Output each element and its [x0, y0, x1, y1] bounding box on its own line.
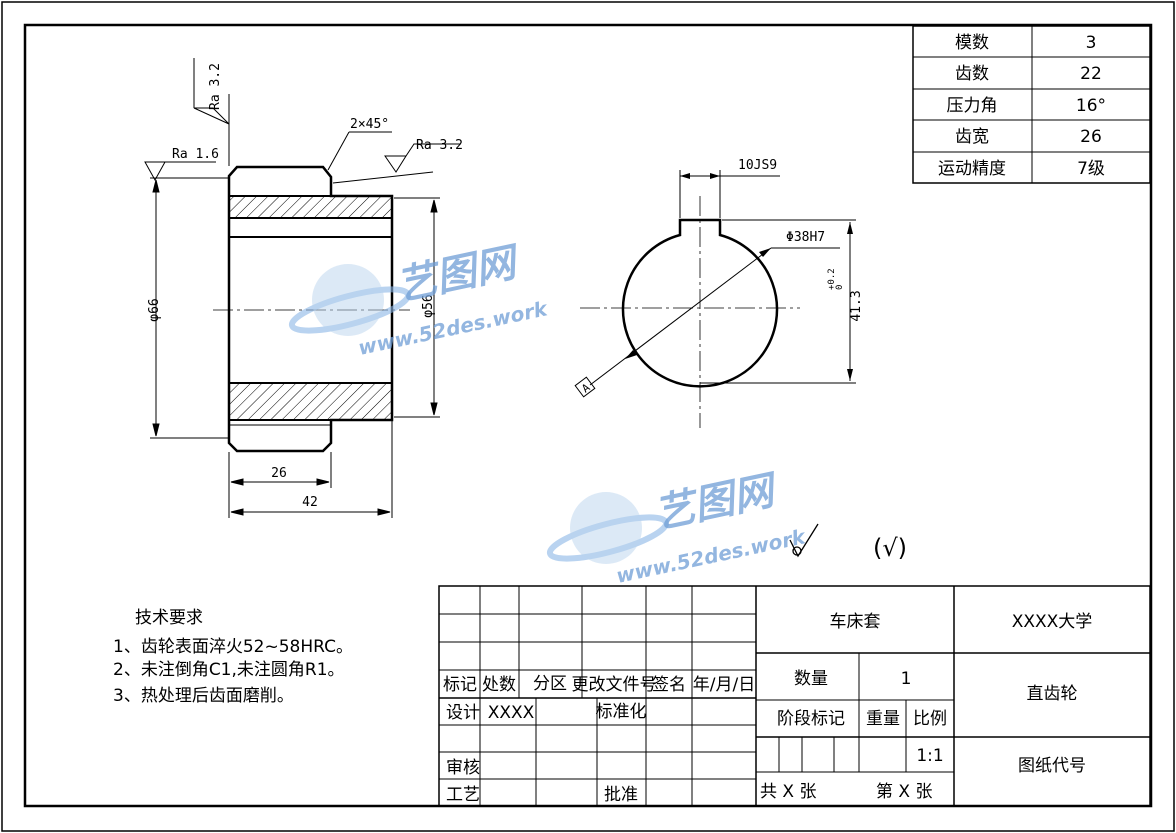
watermark-brand: 艺图网	[651, 467, 784, 538]
tech-title: 技术要求	[135, 608, 203, 628]
section-dimensions	[144, 58, 460, 518]
project-name: 车床套	[830, 612, 881, 632]
param-value: 7级	[1077, 159, 1105, 179]
tech-item: 2、未注倒角C1,未注圆角R1。	[113, 660, 345, 680]
total-width-label: 42	[302, 495, 318, 510]
param-label: 压力角	[947, 96, 998, 116]
technical-requirements: 技术要求 1、齿轮表面淬火52~58HRC。 2、未注倒角C1,未注圆角R1。 …	[113, 608, 353, 706]
roughness-note: (√)	[873, 534, 907, 562]
section-hatch-top	[229, 196, 392, 218]
tb-sign: 签名	[652, 675, 686, 695]
drawing-number: 图纸代号	[1018, 756, 1086, 776]
tb-weight: 重量	[866, 709, 900, 729]
tb-count: 处数	[482, 675, 516, 695]
tb-quantity-label: 数量	[794, 669, 828, 689]
tb-approve: 批准	[604, 785, 638, 805]
tb-scale-label: 比例	[913, 709, 947, 729]
general-roughness-symbol	[789, 523, 819, 558]
tech-item: 1、齿轮表面淬火52~58HRC。	[113, 637, 353, 657]
tb-review: 审核	[446, 758, 480, 778]
watermark-logo: 艺图网 www.52des.work	[288, 239, 551, 360]
roughness-label: Ra 1.6	[172, 147, 219, 162]
bore-label: Φ38H7	[786, 230, 825, 245]
tb-change-doc: 更改文件号	[572, 675, 657, 695]
gear-section-view	[213, 165, 410, 453]
tb-standardize: 标准化	[596, 702, 647, 722]
param-value: 26	[1080, 127, 1102, 147]
outer-diameter-label: φ66	[147, 298, 162, 321]
gear-end-view	[574, 170, 856, 428]
keyway-tolerance-upper: +0.2	[827, 268, 837, 290]
tb-process: 工艺	[446, 785, 480, 805]
gear-width-label: 26	[271, 466, 287, 481]
param-label: 运动精度	[938, 159, 1006, 179]
param-label: 齿数	[955, 64, 989, 84]
roughness-label: Ra 3.2	[208, 63, 223, 110]
param-label: 模数	[955, 33, 989, 53]
tech-item: 3、热处理后齿面磨削。	[113, 686, 294, 706]
tb-mark: 标记	[443, 675, 477, 695]
part-name: 直齿轮	[1027, 684, 1078, 704]
section-hatch-bottom	[229, 383, 392, 420]
hub-diameter-label: φ56	[421, 294, 436, 317]
param-label: 齿宽	[955, 127, 989, 147]
tb-stage: 阶段标记	[777, 709, 845, 729]
tb-zone: 分区	[533, 674, 567, 694]
title-block	[438, 585, 1151, 807]
param-value: 3	[1086, 33, 1097, 53]
parameter-table: 模数 3 齿数 22 压力角 16° 齿宽 26 运动精度 7级	[912, 25, 1151, 184]
roughness-label: Ra 3.2	[416, 138, 463, 153]
keyway-tolerance-lower: 0	[835, 285, 845, 290]
tb-sheet: 第 X 张	[876, 782, 932, 802]
tb-scale: 1:1	[916, 746, 943, 766]
tb-quantity: 1	[901, 669, 912, 689]
watermark-brand: 艺图网	[393, 239, 526, 310]
tb-designer: XXXX	[488, 703, 535, 723]
keyway-depth-label: 41.3	[849, 290, 864, 321]
tb-sheets: 共 X 张	[760, 782, 816, 802]
watermark-logo: 艺图网 www.52des.work	[546, 467, 809, 588]
watermark-url: www.52des.work	[614, 524, 809, 588]
school-name: XXXX大学	[1012, 612, 1093, 632]
keyway-width-label: 10JS9	[738, 158, 777, 173]
tb-design: 设计	[446, 703, 480, 723]
chamfer-label: 2×45°	[350, 117, 389, 132]
param-value: 22	[1080, 64, 1102, 84]
tb-date: 年/月/日	[693, 675, 755, 695]
watermark-url: www.52des.work	[356, 296, 551, 360]
param-value: 16°	[1076, 96, 1106, 116]
